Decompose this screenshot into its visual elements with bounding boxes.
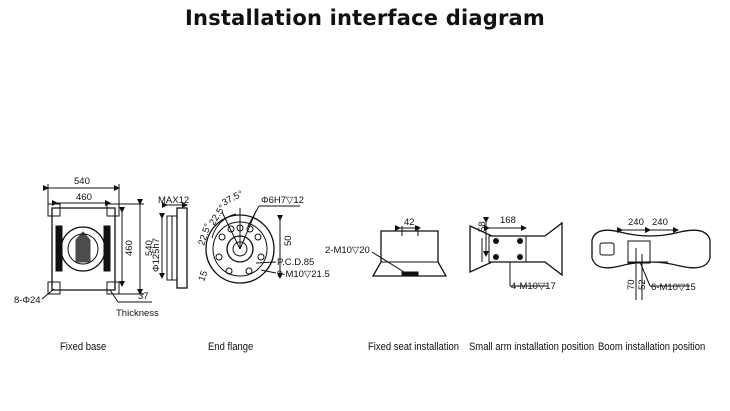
dim-base-holes: 8-Φ24 (14, 295, 41, 306)
small-arm-drawing (469, 217, 563, 287)
dim-arm-168: 168 (500, 215, 516, 226)
dim-flange-pcd: P.C.D.85 (277, 257, 314, 268)
dim-base-460-side: 460 (124, 240, 135, 256)
caption-fixed-base: Fixed base (60, 341, 107, 353)
caption-boom: Boom installation position (598, 341, 706, 353)
dim-flange-15: 15 (196, 269, 210, 283)
end-flange-drawing (159, 202, 300, 289)
caption-fixed-seat: Fixed seat installation (368, 341, 459, 353)
boom-drawing (591, 227, 711, 300)
dim-boom-240b: 240 (652, 217, 668, 228)
dim-flange-max12: MAX12 (158, 195, 189, 206)
dim-flange-angle3: 37.5° (220, 188, 245, 208)
dim-boom-threads: 6-M10▽15 (651, 282, 696, 293)
dim-arm-58: 58 (477, 221, 488, 232)
dim-base-37: 37 (138, 291, 149, 302)
dim-flange-125: Φ125h7 (151, 238, 162, 272)
dim-flange-pin: Φ6H7▽12 (261, 195, 304, 206)
dim-base-460-top: 460 (76, 192, 92, 203)
dim-arm-threads: 4-M10▽17 (511, 281, 556, 292)
dim-seat-threads: 2-M10▽20 (325, 245, 370, 256)
dim-seat-42: 42 (404, 217, 415, 228)
dim-flange-angle1: 22.5° (196, 222, 213, 247)
caption-small-arm: Small arm installation position (469, 341, 595, 353)
dim-flange-threads: 9-M10▽21.5 (277, 269, 330, 280)
dim-boom-240a: 240 (628, 217, 644, 228)
dim-boom-70: 70 (626, 279, 637, 290)
diagram-title: Installation interface diagram (185, 6, 545, 30)
dim-base-540-top: 540 (74, 176, 90, 187)
caption-end-flange: End flange (208, 341, 254, 353)
dim-flange-50: 50 (283, 235, 294, 246)
dim-base-thickness: Thickness (116, 308, 159, 319)
dim-base-540-side: 540 (144, 240, 155, 256)
fixed-seat-drawing (371, 225, 448, 277)
dim-boom-52: 52 (637, 279, 648, 290)
fixed-base-drawing (41, 184, 152, 303)
